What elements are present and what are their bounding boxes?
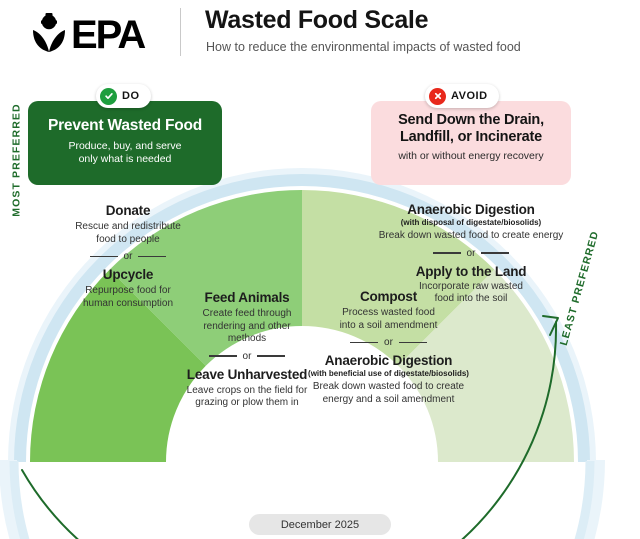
avoid-card-subtitle: with or without energy recovery [398, 150, 544, 162]
segment-text-anaerobic-digestion-apply-land: Anaerobic Digestion (with disposal of di… [375, 202, 567, 306]
apply-desc-line1: Incorporate raw wasted [419, 280, 523, 292]
do-card-subtitle-line2: only what is needed [78, 153, 172, 165]
check-circle-icon [100, 87, 117, 105]
avoid-card-title-line1: Send Down the Drain, [398, 112, 544, 128]
apply-to-land-heading: Apply to the Land [415, 263, 527, 279]
or-line-right [398, 341, 427, 344]
upcycle-desc-line2: human consumption [82, 297, 174, 309]
or-line-left [350, 341, 379, 344]
ad-beneficial-desc-line2: energy and a soil amendment [322, 393, 455, 405]
upcycle-desc-line1: Repurpose food for [85, 285, 171, 296]
or-divider-ad: or [375, 248, 567, 259]
epa-logo: EPA [27, 8, 157, 58]
feed-animals-heading: Feed Animals [204, 290, 290, 305]
leave-desc-line1: Leave crops on the field for [186, 384, 308, 396]
leave-desc-line2: grazing or plow them in [195, 397, 299, 408]
donate-desc-line1: Rescue and redistribute [75, 221, 181, 232]
do-card-subtitle: Produce, buy, and serve only what is nee… [28, 140, 222, 166]
epa-seal-icon [33, 13, 65, 52]
avoid-card-title: Send Down the Drain, Landfill, or Incine… [371, 112, 571, 146]
ad-disposal-qualifier: (with disposal of digestate/biosolids) [400, 218, 542, 227]
curved-arrow-icon [542, 315, 559, 336]
leave-unharvested-heading: Leave Unharvested [186, 366, 308, 382]
date-badge: December 2025 [249, 514, 391, 535]
avoid-badge-label: AVOID [451, 90, 488, 102]
leave-unharvested-description: Leave crops on the field for grazing or … [162, 385, 332, 410]
page-title: Wasted Food Scale [205, 6, 429, 34]
segment-text-feed-animals: Feed Animals Create feed through renderi… [176, 290, 318, 410]
upcycle-heading: Upcycle [102, 267, 154, 282]
do-card-subtitle-line1: Produce, buy, and serve [68, 140, 182, 152]
or-label: or [466, 247, 476, 259]
avoid-card-title-line2: Landfill, or Incinerate [399, 129, 543, 145]
upcycle-description: Repurpose food for human consumption [44, 285, 212, 310]
most-preferred-label: MOST PREFERRED [10, 103, 23, 217]
segment-donate-upcycle[interactable] [29, 269, 206, 462]
do-badge: DO [96, 84, 151, 108]
ad-beneficial-qualifier: (with beneficial use of digestate/biosol… [308, 369, 469, 378]
segment-feed-animals-leave-unharvested[interactable] [109, 189, 302, 366]
compost-description: Process wasted food into a soil amendmen… [300, 307, 477, 332]
header-divider [180, 8, 181, 56]
or-line-right [481, 252, 510, 254]
donate-description: Rescue and redistribute food to people [44, 221, 212, 246]
feed-desc-line1: Create feed through [202, 308, 292, 319]
segment-text-compost: Compost Process wasted food into a soil … [300, 289, 477, 406]
segment-compost-anaerobic-digestion[interactable] [302, 189, 495, 366]
or-divider-donate: or [44, 251, 212, 262]
or-divider-compost: or [300, 337, 477, 348]
compost-desc-line2: into a soil amendment [339, 319, 438, 331]
compost-heading: Compost [359, 289, 418, 304]
or-divider-feed: or [176, 351, 318, 362]
donate-heading: Donate [105, 203, 151, 218]
or-label: or [384, 337, 393, 348]
avoid-card[interactable]: Send Down the Drain, Landfill, or Incine… [371, 101, 571, 185]
preference-direction-arc [21, 321, 558, 539]
page-subtitle: How to reduce the environmental impacts … [206, 40, 521, 54]
compost-desc-line1: Process wasted food [342, 307, 435, 318]
segment-text-donate-upcycle: Donate Rescue and redistribute food to p… [44, 203, 212, 310]
do-card[interactable]: Prevent Wasted Food Produce, buy, and se… [28, 101, 222, 185]
ad-disposal-heading: Anaerobic Digestion [407, 202, 535, 217]
ad-beneficial-description: Break down wasted food to create energy … [300, 381, 477, 406]
or-label: or [123, 251, 133, 262]
header: EPA Wasted Food Scale How to reduce the … [0, 0, 640, 72]
x-circle-icon [429, 87, 446, 105]
or-line-left [89, 255, 118, 258]
avoid-badge: AVOID [425, 84, 499, 108]
or-line-left [432, 252, 461, 254]
feed-desc-line2: rendering and other [203, 320, 291, 332]
or-line-left [208, 355, 237, 357]
apply-to-land-description: Incorporate raw wasted food into the soi… [375, 281, 567, 306]
do-card-title: Prevent Wasted Food [47, 117, 203, 134]
apply-desc-line2: food into the soil [434, 293, 508, 304]
feed-desc-line3: methods [227, 333, 267, 344]
feed-animals-description: Create feed through rendering and other … [176, 308, 318, 346]
ad-disposal-description: Break down wasted food to create energy [378, 230, 564, 241]
epa-logo-text: EPA [71, 13, 145, 57]
donate-desc-line2: food to people [96, 233, 160, 245]
do-badge-label: DO [122, 90, 140, 102]
or-line-right [138, 255, 167, 258]
ad-beneficial-heading: Anaerobic Digestion [324, 353, 453, 368]
or-label: or [242, 350, 252, 362]
segment-anaerobic-digestion-apply-land[interactable] [398, 269, 574, 462]
ad-beneficial-desc-line1: Break down wasted food to create [312, 381, 465, 392]
or-line-right [257, 355, 286, 357]
